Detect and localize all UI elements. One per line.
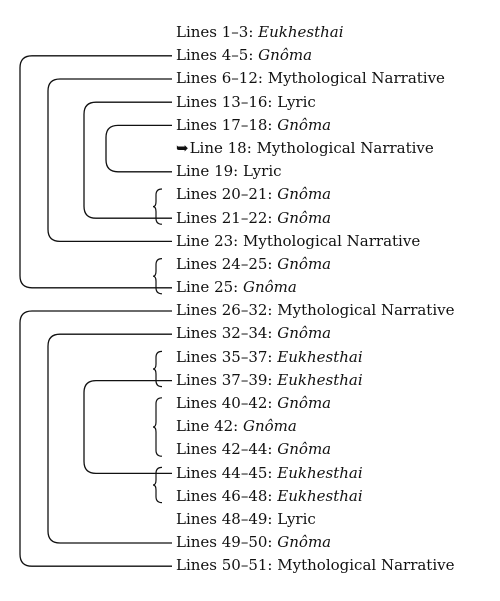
line-range: Line 19:	[176, 162, 243, 181]
line-range: Lines 32–34:	[176, 324, 278, 343]
section-type: Gnômа	[277, 533, 332, 552]
line-range: Lines 37–39:	[176, 370, 278, 389]
section-type: Eukhesthai	[277, 347, 363, 366]
section-row: Lines 49–50: Gnômа	[176, 531, 454, 554]
section-type: Gnômа	[277, 440, 332, 459]
ring-link-bracket	[47, 78, 172, 243]
section-type: Lyric	[242, 162, 282, 181]
section-row: Lines 6–12: Mythological Narrative	[176, 67, 454, 90]
section-type: Mythological Narrative	[277, 556, 455, 575]
section-type: Gnômа	[277, 115, 332, 134]
grouping-brace	[152, 397, 163, 457]
line-range: Lines 50–51:	[176, 556, 278, 575]
line-range: Lines 26–32:	[176, 301, 278, 320]
line-range: Lines 40–42:	[176, 394, 278, 412]
section-row: Line 25: Gnômа	[176, 276, 454, 299]
section-type: Eukhesthai	[277, 486, 363, 505]
section-row: Lines 13–16: Lyric	[176, 91, 454, 114]
section-row: Lines 1–3: Eukhesthai	[176, 21, 454, 44]
line-range: Lines 21–22:	[176, 208, 278, 227]
section-row: Line 23: Mythological Narrative	[176, 230, 454, 253]
line-range: Lines 17–18:	[176, 115, 278, 134]
section-type: Mythological Narrative	[242, 231, 421, 250]
section-row: Lines 48–49: Lyric	[176, 508, 454, 531]
section-type: Gnômа	[277, 185, 332, 204]
grouping-brace	[152, 258, 163, 295]
ring-link-bracket	[105, 124, 172, 173]
line-range: Line 18:	[189, 138, 257, 157]
section-type: Gnômа	[258, 46, 313, 65]
section-row: ➥Line 18: Mythological Narrative	[176, 137, 454, 160]
section-row: Line 19: Lyric	[176, 160, 454, 183]
section-type: Eukhesthai	[258, 23, 344, 41]
section-type: Mythological Narrative	[277, 301, 455, 320]
ring-link-bracket	[83, 101, 172, 219]
section-type: Lyric	[277, 92, 316, 111]
line-range: Lines 46–48:	[176, 486, 278, 505]
section-row: Lines 32–34: Gnômа	[176, 322, 454, 345]
section-type: Gnômа	[277, 254, 332, 273]
grouping-brace	[152, 466, 163, 504]
section-type: Lyric	[277, 509, 316, 528]
section-row: Lines 44–45: Eukhesthai	[176, 462, 454, 485]
section-type: Mythological Narrative	[256, 138, 434, 157]
grouping-brace	[152, 188, 163, 225]
section-row: Lines 17–18: Gnômа	[176, 114, 454, 137]
section-row: Lines 35–37: Eukhesthai	[176, 346, 454, 369]
line-range: Lines 13–16:	[176, 92, 278, 111]
line-range: Lines 6–12:	[176, 69, 268, 88]
line-range: Lines 42–44:	[176, 440, 278, 459]
section-type: Eukhesthai	[277, 463, 363, 482]
section-row: Lines 46–48: Eukhesthai	[176, 485, 454, 508]
line-range: Line 23:	[176, 231, 243, 250]
section-row: Lines 50–51: Mythological Narrative	[176, 554, 454, 577]
section-row: Lines 24–25: Gnômа	[176, 253, 454, 276]
ring-link-bracket	[83, 379, 172, 475]
line-range: Lines 4–5:	[176, 46, 259, 65]
section-type: Gnômа	[242, 417, 297, 436]
section-row: Lines 40–42: Gnômа	[176, 392, 454, 415]
section-type: Gnômа	[242, 278, 297, 297]
section-type: Gnômа	[277, 394, 332, 412]
section-type: Gnômа	[277, 324, 332, 343]
section-row: Lines 26–32: Mythological Narrative	[176, 299, 454, 322]
section-type: Mythological Narrative	[267, 69, 445, 88]
section-row: Lines 20–21: Gnômа	[176, 183, 454, 206]
line-range: Lines 49–50:	[176, 533, 278, 552]
line-range: Lines 24–25:	[176, 254, 278, 273]
line-range: Lines 35–37:	[176, 347, 278, 366]
section-row: Lines 42–44: Gnômа	[176, 438, 454, 461]
section-type: Eukhesthai	[277, 370, 363, 389]
section-row: Lines 4–5: Gnômа	[176, 44, 454, 67]
section-type: Gnômа	[277, 208, 332, 227]
continuation-arrow-icon: ➥	[176, 138, 189, 157]
line-range: Lines 20–21:	[176, 185, 278, 204]
section-row: Lines 21–22: Gnômа	[176, 207, 454, 230]
grouping-brace	[152, 350, 163, 388]
section-row: Lines 37–39: Eukhesthai	[176, 369, 454, 392]
ring-link-bracket	[47, 333, 172, 544]
ring-link-bracket	[19, 55, 172, 289]
line-range: Line 42:	[176, 417, 243, 436]
line-range: Lines 1–3:	[176, 23, 259, 41]
section-row: Line 42: Gnômа	[176, 415, 454, 438]
line-range: Line 25:	[176, 278, 243, 297]
line-range: Lines 48–49:	[176, 509, 278, 528]
line-range: Lines 44–45:	[176, 463, 278, 482]
ring-link-bracket	[19, 310, 172, 567]
